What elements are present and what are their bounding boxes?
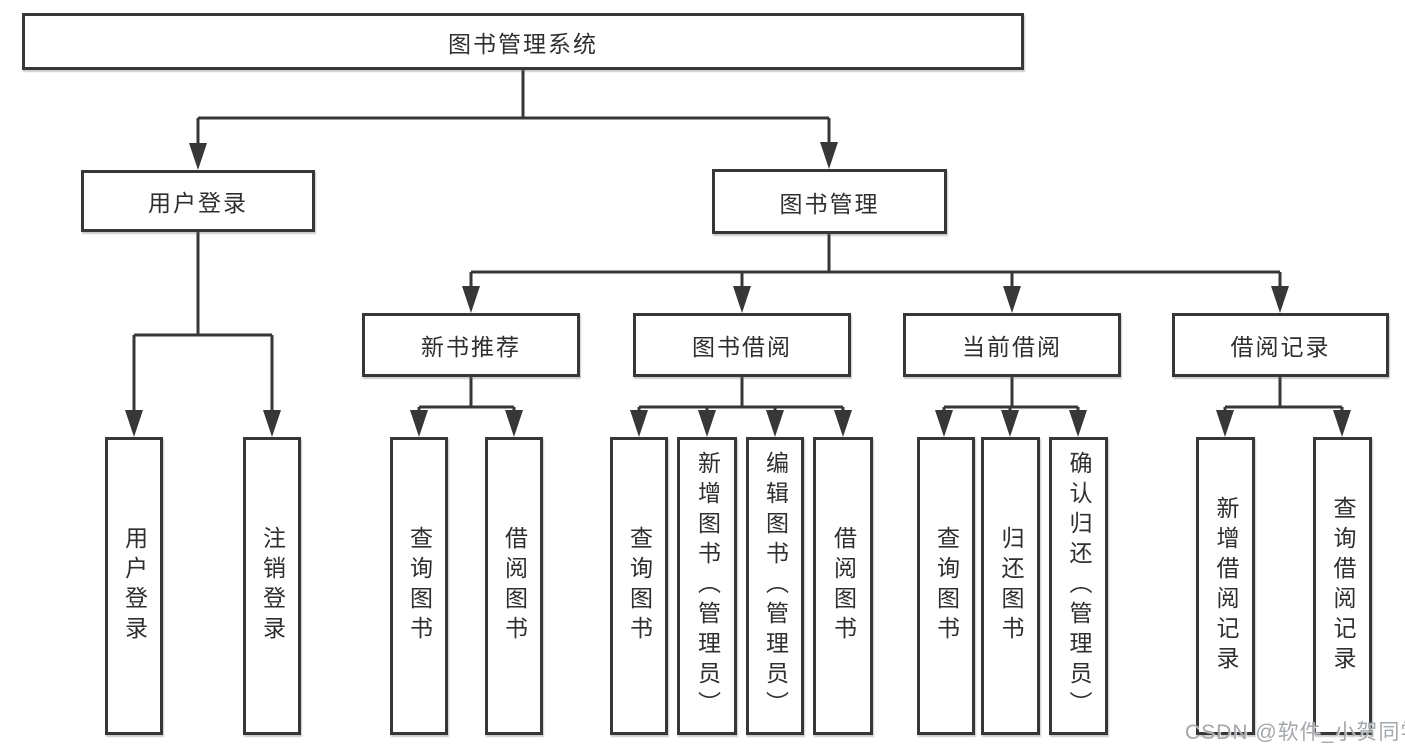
node-book-borrow-label: 图书借阅 — [692, 334, 792, 360]
leaf-record-query-borrow-record: 查询借阅记录 — [1313, 437, 1372, 735]
node-user-login: 用户登录 — [81, 170, 315, 232]
leaf-borrow-query-book-label: 查询图书 — [626, 526, 653, 646]
arrow-down-icon — [410, 410, 428, 437]
arrow-down-icon — [1216, 410, 1234, 437]
csdn-watermark: CSDN @软件_小贺同学 — [1185, 721, 1405, 744]
arrow-down-icon — [1069, 410, 1087, 437]
node-book-management-label: 图书管理 — [779, 190, 880, 217]
leaf-borrow-add-book-admin-label: 新增图书（管理员） — [694, 451, 721, 721]
node-borrow-record-label: 借阅记录 — [1230, 334, 1331, 360]
leaf-borrow-borrow-book-label: 借阅图书 — [830, 526, 857, 646]
arrow-down-icon — [125, 410, 143, 437]
leaf-current-confirm-return-admin: 确认归还（管理员） — [1049, 437, 1108, 735]
leaf-logout: 注销登录 — [243, 437, 301, 735]
leaf-logout-label: 注销登录 — [259, 526, 286, 646]
leaf-newbook-query-book: 查询图书 — [390, 437, 448, 735]
arrow-down-icon — [834, 410, 852, 437]
leaf-record-query-borrow-record-label: 查询借阅记录 — [1330, 496, 1356, 676]
node-new-book-recommend-label: 新书推荐 — [421, 334, 521, 360]
node-root-label: 图书管理系统 — [448, 30, 598, 57]
arrow-down-icon — [189, 143, 207, 170]
node-borrow-record: 借阅记录 — [1172, 313, 1389, 377]
arrow-down-icon — [505, 410, 523, 437]
leaf-record-add-borrow-record: 新增借阅记录 — [1196, 437, 1255, 735]
node-user-login-label: 用户登录 — [148, 190, 248, 216]
leaf-borrow-edit-book-admin-label: 编辑图书（管理员） — [762, 451, 789, 721]
leaf-current-confirm-return-admin-label: 确认归还（管理员） — [1066, 451, 1092, 721]
leaf-user-login: 用户登录 — [105, 437, 163, 735]
leaf-current-query-book-label: 查询图书 — [933, 526, 960, 646]
node-current-borrow-label: 当前借阅 — [962, 334, 1062, 360]
arrow-down-icon — [263, 410, 281, 437]
node-root: 图书管理系统 — [22, 13, 1024, 70]
arrow-down-icon — [1271, 286, 1289, 313]
leaf-borrow-borrow-book: 借阅图书 — [813, 437, 873, 735]
arrow-down-icon — [698, 410, 716, 437]
leaf-current-query-book: 查询图书 — [917, 437, 975, 735]
arrow-down-icon — [1003, 286, 1021, 313]
leaf-current-return-book-label: 归还图书 — [998, 526, 1024, 646]
leaf-newbook-borrow-book: 借阅图书 — [485, 437, 543, 735]
leaf-record-add-borrow-record-label: 新增借阅记录 — [1213, 496, 1239, 676]
leaf-current-return-book: 归还图书 — [981, 437, 1040, 735]
arrow-down-icon — [766, 410, 784, 437]
leaf-newbook-query-book-label: 查询图书 — [406, 526, 433, 646]
arrow-down-icon — [935, 410, 953, 437]
arrowheads — [125, 142, 1351, 437]
leaf-newbook-borrow-book-label: 借阅图书 — [501, 526, 528, 646]
node-new-book-recommend: 新书推荐 — [362, 313, 580, 377]
arrow-down-icon — [820, 142, 838, 169]
leaf-borrow-query-book: 查询图书 — [610, 437, 668, 735]
node-book-management: 图书管理 — [712, 169, 947, 234]
node-book-borrow: 图书借阅 — [633, 313, 851, 377]
leaf-borrow-add-book-admin: 新增图书（管理员） — [677, 437, 737, 735]
leaf-user-login-label: 用户登录 — [121, 526, 148, 646]
arrow-down-icon — [733, 286, 751, 313]
arrow-down-icon — [630, 410, 648, 437]
arrow-down-icon — [1333, 410, 1351, 437]
arrow-down-icon — [462, 286, 480, 313]
node-current-borrow: 当前借阅 — [903, 313, 1121, 377]
leaf-borrow-edit-book-admin: 编辑图书（管理员） — [746, 437, 804, 735]
arrow-down-icon — [1001, 410, 1019, 437]
